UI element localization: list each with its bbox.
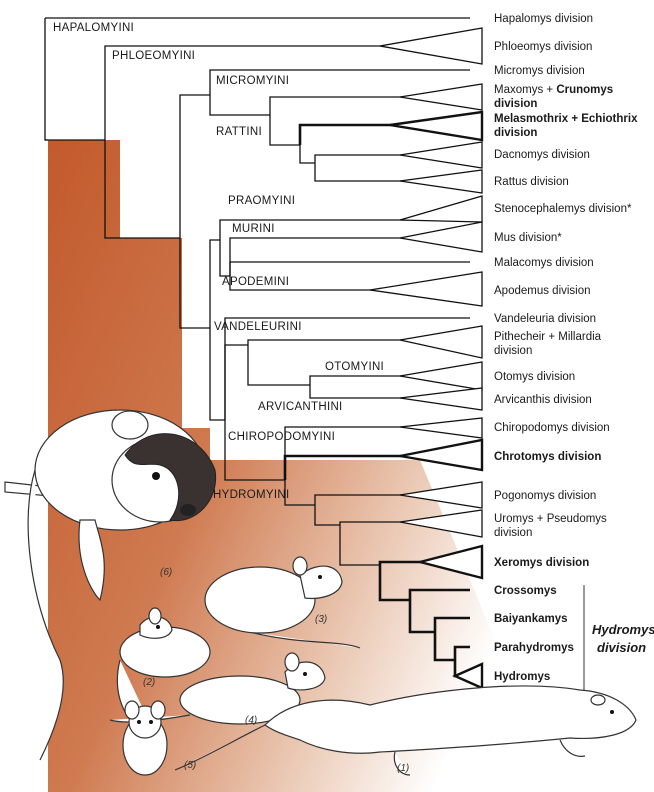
taxon-crunomys: Crunomys <box>556 84 613 96</box>
taxon-uromys: Uromys + Pseudomys <box>494 513 607 525</box>
taxon-hydromys: Hydromys <box>494 671 550 683</box>
taxon-apodemus: Apodemus division <box>494 285 591 297</box>
taxon-maxomys: Maxomys + Crunomys <box>494 84 613 96</box>
tribe-chiropodomyini: CHIROPODOMYINI <box>228 431 335 443</box>
animal-5-illustration <box>123 701 167 775</box>
tribe-murini: MURINI <box>232 223 275 235</box>
taxon-phloeomys: Phloeomys division <box>494 41 592 53</box>
taxon-mus: Mus division* <box>494 232 562 244</box>
taxon-maxomys-part: Maxomys + <box>494 84 556 96</box>
taxon-vandeleuria: Vandeleuria division <box>494 313 596 325</box>
tribe-micromyini: MICROMYINI <box>216 75 289 87</box>
taxon-melasmothrix: Melasmothrix + Echiothrix <box>494 113 638 125</box>
tribe-otomyini: OTOMYINI <box>325 361 384 373</box>
taxon-chiropodomys: Chiropodomys division <box>494 422 610 434</box>
tribe-rattini: RATTINI <box>216 126 262 138</box>
hydromys-division-label-2: division <box>597 640 646 655</box>
tribe-vandeleurini: VANDELEURINI <box>214 321 302 333</box>
taxon-uromys-division: division <box>494 527 532 539</box>
tribe-hydromyini: HYDROMYINI <box>213 489 289 501</box>
taxon-melasmothrix-division: division <box>494 127 537 139</box>
taxon-rattus: Rattus division <box>494 176 569 188</box>
taxon-dacnomys: Dacnomys division <box>494 149 590 161</box>
taxon-parahydromys: Parahydromys <box>494 642 574 654</box>
taxon-xeromys: Xeromys division <box>494 557 589 569</box>
taxon-pithecheir-division: division <box>494 345 532 357</box>
figure-label-3: (3) <box>315 614 327 625</box>
figure-label-6: (6) <box>160 567 172 578</box>
figure-label-5: (5) <box>184 760 196 771</box>
taxon-otomys: Otomys division <box>494 371 575 383</box>
tribe-hapalomyini: HAPALOMYINI <box>53 22 134 34</box>
figure-label-2: (2) <box>143 677 155 688</box>
figure-label-4: (4) <box>245 715 257 726</box>
figure-label-1: (1) <box>397 763 409 774</box>
taxon-malacomys: Malacomys division <box>494 257 594 269</box>
taxon-arvicanthis: Arvicanthis division <box>494 394 592 406</box>
taxon-crossomys: Crossomys <box>494 585 557 597</box>
taxon-chrotomys: Chrotomys division <box>494 451 601 463</box>
taxon-hapalomys: Hapalomys division <box>494 13 593 25</box>
taxon-pogonomys: Pogonomys division <box>494 490 596 502</box>
tribe-apodemini: APODEMINI <box>222 276 289 288</box>
tribe-arvicanthini: ARVICANTHINI <box>258 401 343 413</box>
taxon-labels: Hapalomys division Phloeomys division Mi… <box>494 13 654 683</box>
tribe-phloeomyini: PHLOEOMYINI <box>112 50 195 62</box>
taxon-pithecheir: Pithecheir + Millardia <box>494 331 602 343</box>
tribe-praomyini: PRAOMYINI <box>228 195 295 207</box>
taxon-stenocephalemys: Stenocephalemys division* <box>494 203 632 215</box>
taxon-maxomys-division: division <box>494 98 537 110</box>
taxon-micromys: Micromys division <box>494 65 585 77</box>
hydromys-division-label-1: Hydromys <box>592 622 654 637</box>
taxon-baiyankamys: Baiyankamys <box>494 613 568 625</box>
